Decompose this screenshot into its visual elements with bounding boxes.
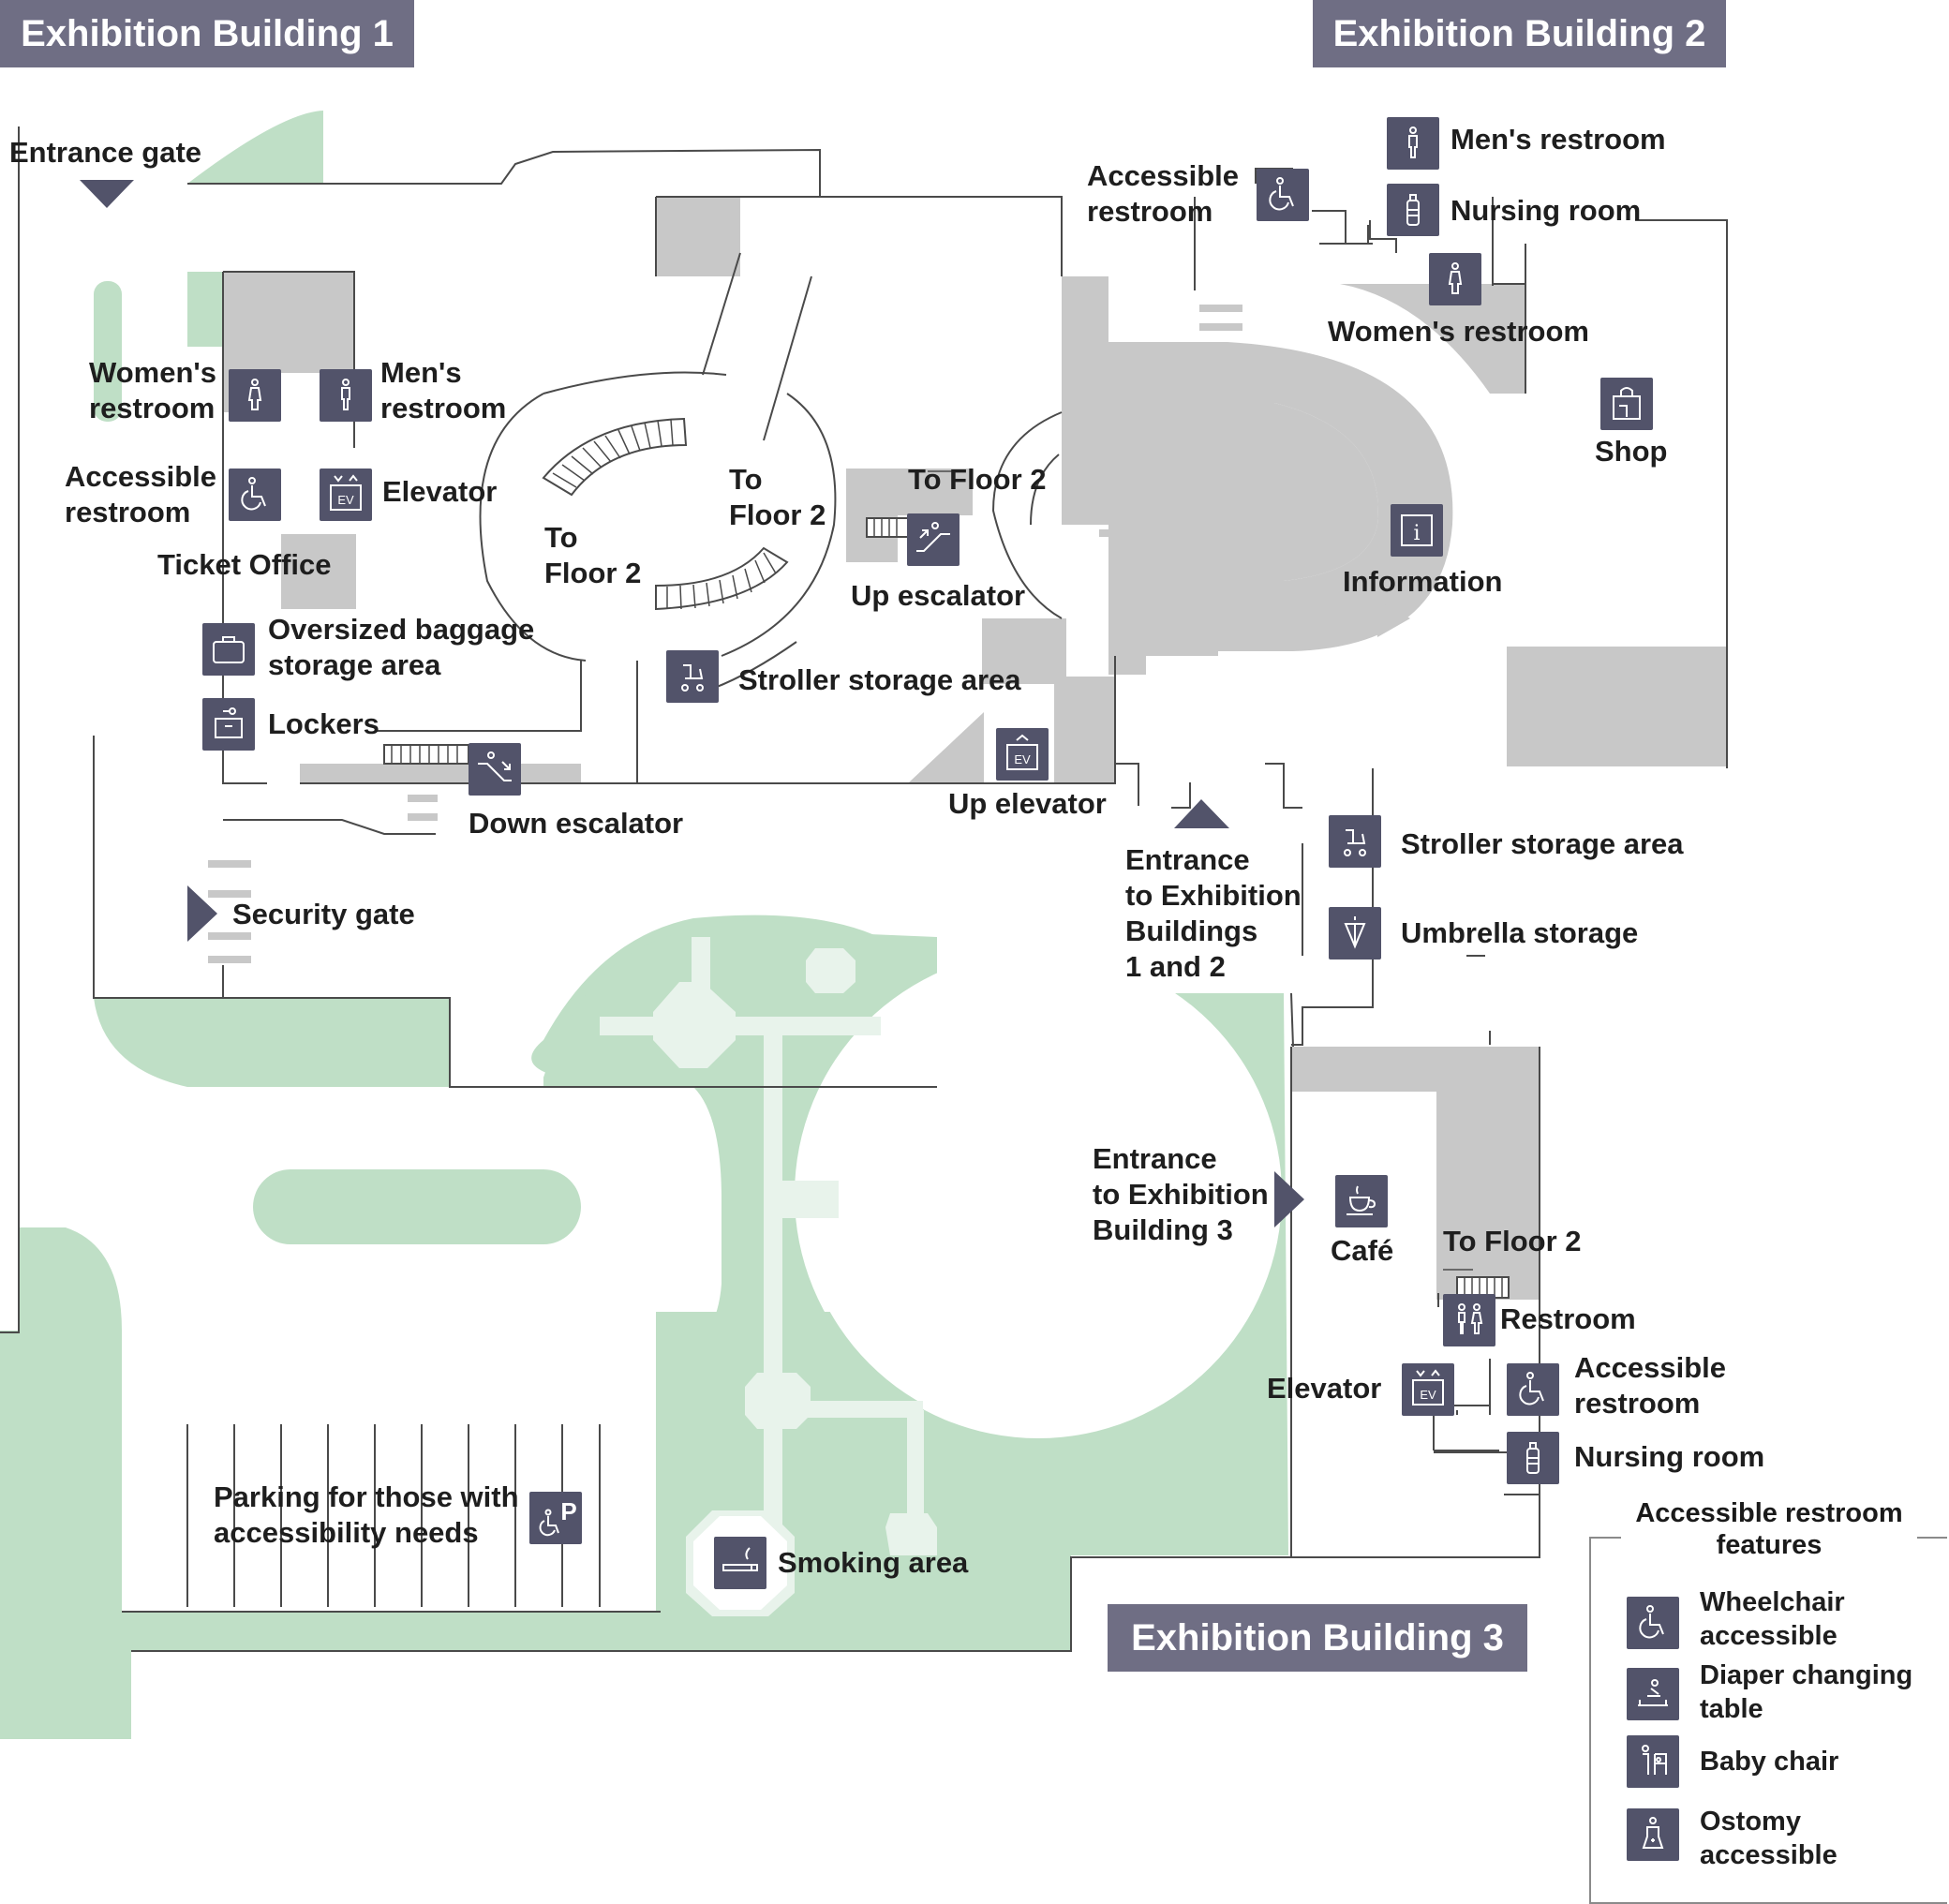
doors <box>208 305 1242 963</box>
nursing-room-icon[interactable] <box>1507 1432 1559 1484</box>
security-gate-arrow <box>187 885 217 942</box>
parking-label: Parking for those with accessibility nee… <box>214 1480 519 1549</box>
legend-item-label: Ostomy accessible <box>1700 1807 1837 1870</box>
svg-text:EV: EV <box>1014 752 1031 766</box>
gray-blocks <box>223 197 1727 1300</box>
lockers-label: Lockers <box>268 707 379 740</box>
entrance-b12-arrow <box>1174 799 1229 828</box>
baggage-icon[interactable] <box>202 623 255 676</box>
elevator-label: Elevator <box>1267 1372 1382 1405</box>
stroller-storage-label: Stroller storage area <box>1401 827 1684 860</box>
legend-item-label: Baby chair <box>1700 1747 1839 1777</box>
legend-item-label: Wheelchair accessible <box>1700 1587 1845 1651</box>
stroller-icon[interactable] <box>1329 815 1381 868</box>
building-tab-2: Exhibition Building 2 <box>1313 0 1726 67</box>
to-floor2-label: To Floor 2 <box>908 463 1047 496</box>
wheelchair-icon[interactable] <box>229 469 281 521</box>
mens-restroom-icon[interactable] <box>1387 117 1439 170</box>
legend-title: Accessible restroom features <box>1621 1497 1917 1561</box>
entrance-b12-label: Entrance to Exhibition Buildings 1 and 2 <box>1125 843 1302 983</box>
ticket-office-label: Ticket Office <box>157 548 332 581</box>
building-tab-3: Exhibition Building 3 <box>1108 1604 1527 1672</box>
to-floor2-label: To Floor 2 <box>729 463 826 531</box>
shop-label: Shop <box>1595 435 1668 468</box>
down-escalator-icon[interactable] <box>469 743 521 796</box>
wheelchair-icon[interactable] <box>1257 169 1309 221</box>
down-escalator-label: Down escalator <box>469 807 684 840</box>
walls <box>0 126 1728 1652</box>
nursing-room-icon[interactable] <box>1387 184 1439 236</box>
accessible-restroom-label: Accessible restroom <box>1574 1351 1726 1420</box>
smoking-icon[interactable] <box>714 1537 766 1589</box>
up-elevator-icon[interactable]: EV <box>996 728 1049 781</box>
svg-text:EV: EV <box>337 493 354 507</box>
building-tab-1: Exhibition Building 1 <box>0 0 414 67</box>
locker-icon[interactable] <box>202 698 255 751</box>
up-escalator-label: Up escalator <box>851 579 1026 612</box>
entrance-b3-arrow <box>1274 1171 1304 1227</box>
legend-item-label: Diaper changing table <box>1700 1660 1913 1724</box>
nursing-room-label: Nursing room <box>1574 1440 1765 1473</box>
spiral-stairs <box>542 417 789 611</box>
up-elevator-label: Up elevator <box>948 787 1107 820</box>
info-icon[interactable]: i <box>1391 504 1443 557</box>
umbrella-icon[interactable] <box>1329 907 1381 959</box>
information-label: Information <box>1343 565 1503 598</box>
entrance-gate-label: Entrance gate <box>9 136 202 169</box>
oversized-baggage-label: Oversized baggage storage area <box>268 613 535 681</box>
up-escalator-icon[interactable] <box>907 513 960 566</box>
security-gate-label: Security gate <box>232 898 415 930</box>
shop-icon[interactable] <box>1600 378 1653 430</box>
nursing-room-label: Nursing room <box>1451 194 1642 227</box>
umbrella-storage-label: Umbrella storage <box>1401 916 1639 949</box>
wheelchair-icon <box>1627 1597 1679 1649</box>
wheelchair-icon[interactable] <box>1507 1363 1559 1416</box>
to-floor2-label: To Floor 2 <box>1443 1225 1582 1257</box>
stroller-storage-label: Stroller storage area <box>738 663 1021 696</box>
smoking-area-label: Smoking area <box>778 1546 969 1579</box>
elevator-icon[interactable]: EV <box>1402 1363 1454 1416</box>
svg-text:i: i <box>1413 522 1420 545</box>
womens-restroom-label: Women's restroom <box>1328 315 1589 348</box>
diaper-changing-icon <box>1627 1668 1679 1720</box>
entrance-gate-arrow <box>80 180 134 208</box>
elevator-icon[interactable]: EV <box>320 469 372 521</box>
ostomy-icon <box>1627 1808 1679 1861</box>
cafe-label: Café <box>1331 1234 1394 1267</box>
entrance-b3-label: Entrance to Exhibition Building 3 <box>1093 1142 1269 1246</box>
elevator-label: Elevator <box>382 475 498 508</box>
womens-restroom-label: Women's restroom <box>89 356 216 424</box>
restroom-icon[interactable] <box>1443 1294 1495 1346</box>
mens-restroom-label: Men's restroom <box>380 356 507 424</box>
accessible-restroom-label: Accessible restroom <box>1087 159 1239 228</box>
womens-restroom-icon[interactable] <box>229 369 281 422</box>
restroom-label: Restroom <box>1500 1302 1636 1335</box>
stroller-icon[interactable] <box>666 650 719 703</box>
womens-restroom-icon[interactable] <box>1429 253 1481 305</box>
mens-restroom-icon[interactable] <box>320 369 372 422</box>
accessible-parking-icon[interactable]: P <box>529 1492 582 1544</box>
accessible-restroom-label: Accessible restroom <box>65 460 216 528</box>
baby-chair-icon <box>1627 1735 1679 1788</box>
svg-text:EV: EV <box>1420 1388 1436 1402</box>
mens-restroom-label: Men's restroom <box>1451 123 1666 156</box>
to-floor2-label: To Floor 2 <box>544 521 642 589</box>
svg-text:P: P <box>560 1497 576 1525</box>
cafe-icon[interactable] <box>1335 1175 1388 1227</box>
